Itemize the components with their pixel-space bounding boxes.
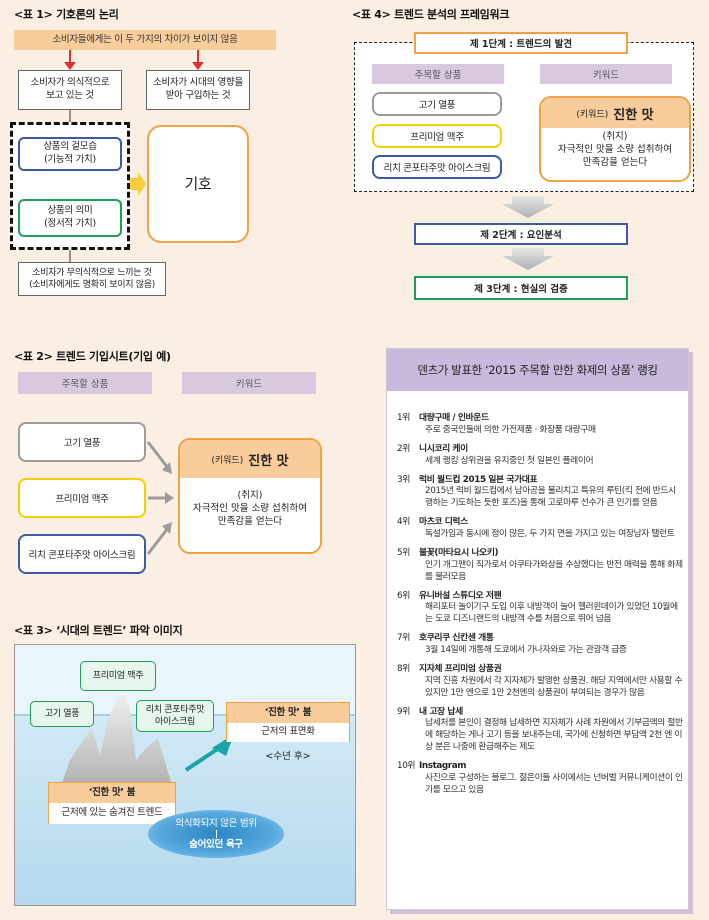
ranking-rank: 3위: [397, 474, 410, 485]
t4-step1: 제 1단계 : 트렌드의 발견: [414, 32, 628, 54]
t2-keyword-desc: (취지) 자극적인 맛을 소량 섭취하여 만족감을 얻는다: [193, 490, 307, 527]
ranking-body: 불꽃(마타요시 나오키)인기 개그맨이 직가로서 아쿠타가와상을 수상했다는 반…: [419, 548, 685, 584]
ranking-item-name: 럭비 월드컵 2015 일본 국가대표: [419, 474, 538, 485]
t4-product-2: 프리미엄 맥주: [372, 124, 502, 148]
t4-step3: 제 3단계 : 현실의 검증: [414, 276, 628, 300]
t2-col-keyword: 키워드: [182, 372, 316, 394]
ranking-item-desc: 해리포터 놀이기구 도입 이후 내방객이 늘어 헬러윈데이가 있었던 10월에는…: [425, 602, 678, 625]
t3-peak-right: 리치 콘포타주맛 아이스크림: [136, 700, 214, 732]
t3-future-desc: 근저의 표면화: [227, 723, 349, 742]
ranking-rank: 4위: [397, 517, 410, 528]
ranking-item-name: 니시코리 케이: [419, 443, 468, 454]
ranking-panel: 덴츠가 발표한 ‘2015 주목할 만한 화제의 상품’ 랭킹 1위 대량구매 /…: [386, 348, 689, 910]
t1-left-box: 소비자가 의식적으로 보고 있는 것: [18, 70, 122, 110]
t2-product-2: 프리미엄 맥주: [18, 478, 146, 518]
t3-peak-center: 프리미엄 맥주: [80, 661, 156, 691]
ranking-item: 5위 불꽃(마타요시 나오키)인기 개그맨이 직가로서 아쿠타가와상을 수상했다는…: [397, 548, 685, 584]
t1-symbol-box: 기호: [147, 125, 249, 243]
ranking-rank: 7위: [397, 633, 410, 644]
t2-col-products: 주목할 상품: [18, 372, 152, 394]
ranking-item-name: 불꽃(마타요시 나오키): [419, 547, 499, 558]
ranking-item-name: 대량구매 / 인바운드: [419, 413, 489, 423]
ranking-rank: 8위: [397, 663, 410, 674]
ranking-rank: 2위: [397, 443, 410, 454]
t4-keyword-card: (키워드)진한 맛 (취지) 자극적인 맛을 소량 섭취하여 만족감을 얻는다: [539, 96, 691, 182]
t4-title: <표 4> 트렌드 분석의 프레임워크: [352, 8, 510, 21]
t2-product-3: 리치 콘포타주맛 아이스크림: [18, 534, 146, 574]
t2-title: <표 2> 트렌드 기입시트(기입 예): [14, 350, 171, 363]
ranking-item-desc: 독설가임과 동시에 정이 많은, 두 가지 면을 가지고 있는 여장남자 탤런트: [425, 529, 675, 539]
ranking-item-name: 마츠코 디럭스: [419, 517, 468, 528]
t2-keyword-card: (키워드)진한 맛 (취지) 자극적인 맛을 소량 섭취하여 만족감을 얻는다: [178, 438, 322, 554]
ranking-item-desc: 세계 랭킹 상위권을 유지중인 첫 일본인 플레이어: [425, 455, 594, 466]
t3-title: <표 3> ‘시대의 트렌드’ 파악 이미지: [14, 624, 183, 637]
t2-product-1: 고기 열풍: [18, 422, 146, 462]
t1-bottom-box: 소비자가 무의식적으로 느끼는 것 (소비자에게도 명확히 보이지 않음): [18, 262, 166, 296]
t1-title: <표 1> 기호론의 논리: [14, 8, 119, 21]
ranking-item-name: 지자체 프리미엄 상품권: [419, 663, 502, 674]
t3-now-title: ‘진한 맛’ 붐: [49, 783, 175, 803]
ranking-rank: 1위: [397, 413, 410, 423]
t1-right-box: 소비자가 시대의 영향을 받아 구입하는 것: [146, 70, 250, 110]
t1-top-bar: 소비자들에게는 이 두 가지의 차이가 보이지 않음: [14, 30, 276, 50]
t4-product-1: 고기 열풍: [372, 92, 502, 116]
ranking-rank: 6위: [397, 590, 410, 601]
t4-col-products: 주목할 상품: [372, 64, 504, 84]
ranking-item-name: 호쿠리쿠 신칸센 개통: [419, 633, 494, 644]
ranking-item-desc: 납세처를 본인이 결정해 납세하면 지자체가 사례 차원에서 기부금액의 절반에…: [425, 718, 683, 753]
ranking-rank: 10위: [397, 761, 416, 771]
ranking-item-desc: 3월 14일에 개통해 도쿄에서 가나자와로 가는 관광객 급증: [425, 645, 627, 655]
t3-now-desc: 근저에 있는 숨겨진 트렌드: [49, 803, 175, 824]
t1-inner-box: 상품의 의미 (정서적 가치): [18, 199, 122, 237]
ranking-item-desc: 인기 개그맨이 직가로서 아쿠타가와상을 수상했다는 반전 매력을 통해 화제를…: [425, 559, 683, 582]
ranking-item-desc: 2015년 럭비 월드컵에서 남아공을 물리치고 특유의 루틴(킥 전에 반드시…: [425, 486, 676, 509]
ranking-item-desc: 지역 진흥 차원에서 각 지자체가 발행한 상품권. 해당 지역에서만 사용할 …: [425, 675, 683, 698]
t2-keyword-header: (키워드)진한 맛: [180, 440, 320, 478]
ranking-item-name: 내 고장 납세: [419, 706, 463, 717]
t1-outer-box: 상품의 겉모습 (기능적 가치): [18, 137, 122, 171]
ranking-item-name: Instagram: [419, 761, 467, 771]
t3-future-card: ‘진한 맛’ 붐 근저의 표면화: [226, 702, 350, 742]
t3-now-card: ‘진한 맛’ 붐 근저에 있는 숨겨진 트렌드: [48, 782, 176, 824]
t4-keyword-desc: (취지) 자극적인 맛을 소량 섭취하여 만족감을 얻는다: [558, 131, 672, 168]
ranking-title: 덴츠가 발표한 ‘2015 주목할 만한 화제의 상품’ 랭킹: [387, 349, 688, 391]
t3-peak-left: 고기 열풍: [30, 701, 94, 727]
t4-step2: 제 2단계 : 요인분석: [414, 223, 628, 245]
t3-unconscious-cloud: 의식화되지 않은 범위 숨어있던 욕구: [148, 810, 284, 858]
t4-keyword-header: (키워드)진한 맛: [541, 98, 689, 128]
ranking-rank: 9위: [397, 706, 410, 717]
ranking-item-desc: 주로 중국인들에 의한 가전제품 · 화장품 대량구매: [425, 424, 596, 435]
ranking-item-desc: 사진으로 구성하는 블로그. 젊은이들 사이에서는 넌버벌 커뮤니케이션이 인기…: [425, 772, 683, 795]
ranking-rank: 5위: [397, 547, 410, 558]
t3-future-label: <수년 후>: [265, 751, 311, 762]
ranking-item-name: 유니버설 스튜디오 저팬: [419, 590, 502, 601]
t3-future-title: ‘진한 맛’ 붐: [227, 703, 349, 723]
t4-product-3: 리치 콘포타주맛 아이스크림: [372, 155, 502, 179]
t4-col-keyword: 키워드: [540, 64, 672, 84]
t3-cloud-divider: [215, 830, 217, 838]
